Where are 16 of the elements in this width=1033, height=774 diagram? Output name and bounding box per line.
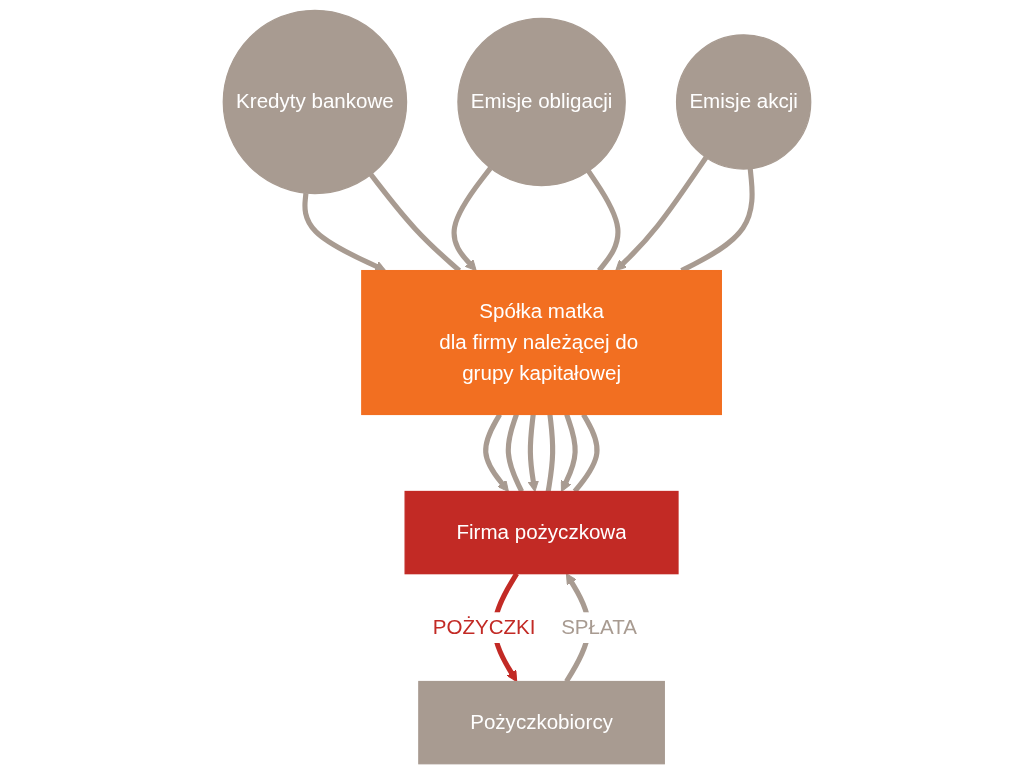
edge-label: SPŁATA [560, 616, 637, 638]
arrow [482, 413, 509, 492]
arrow [301, 192, 386, 272]
node-box: Pożyczkobiorcy [417, 680, 665, 765]
connector [505, 413, 524, 493]
arrow [527, 414, 539, 492]
arrow [560, 413, 578, 492]
node-circle: Emisje akcji [675, 34, 811, 170]
edge-label: POŻYCZKI [432, 616, 535, 638]
connector [545, 414, 555, 492]
node-circle: Kredyty bankowe [222, 9, 407, 195]
node-box: Firma pożyczkowa [404, 490, 679, 575]
node-box: Spółka matka dla firmy należącej do grupy kapitałowej [360, 269, 722, 416]
node-circle: Emisje obligacji [456, 17, 626, 187]
arrow [451, 166, 492, 272]
arrow [614, 156, 708, 272]
